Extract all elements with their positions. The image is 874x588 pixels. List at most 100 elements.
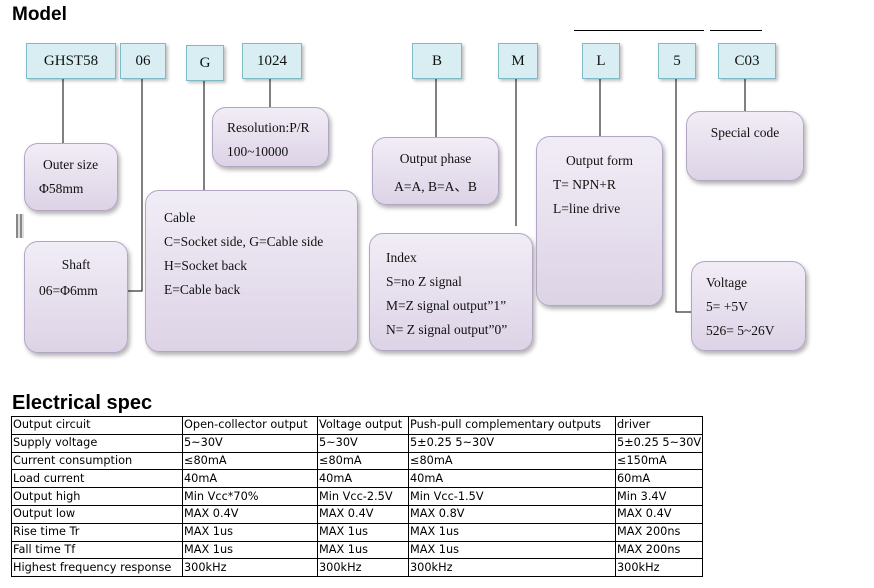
divider-rule <box>710 30 762 31</box>
table-cell: Current consumption <box>11 451 183 471</box>
table-row: Fall time Tf MAX 1us MAX 1us MAX 1us MAX… <box>11 540 704 560</box>
bubble-line: M=Z signal output”1” <box>386 298 507 313</box>
table-cell: 5~30V <box>182 433 318 453</box>
bubble-line: 06=Φ6mm <box>39 283 98 298</box>
table-row: Output high Min Vcc*70% Min Vcc-2.5V Min… <box>11 487 704 506</box>
table-cell: Min Vcc-1.5V <box>408 487 616 506</box>
scroll-marker <box>16 214 24 238</box>
table-cell: Output low <box>11 504 183 524</box>
table-cell: MAX 1us <box>317 522 409 542</box>
table-row: Current consumption ≤80mA ≤80mA ≤80mA ≤1… <box>11 451 704 471</box>
bubble-line: Index <box>386 250 417 265</box>
bubble-line: S=no Z signal <box>386 274 462 289</box>
table-cell: Output high <box>11 487 183 506</box>
table-cell: MAX 0.8V <box>408 504 616 524</box>
code-resolution: 1024 <box>242 43 302 79</box>
code-voltage: 5 <box>658 43 696 79</box>
bubble-line: Voltage <box>706 275 747 290</box>
code-series: GHST58 <box>26 43 116 79</box>
bubble-line: Resolution:P/R <box>227 120 310 135</box>
table-row: Highest frequency response 300kHz 300kHz… <box>11 558 704 578</box>
bubble-line: T= NPN+R <box>553 177 616 192</box>
bubble-line: 100~10000 <box>227 144 289 159</box>
bubble-line: Output form <box>565 153 634 168</box>
table-cell: Fall time Tf <box>11 540 183 560</box>
header-cell: driver <box>614 416 704 435</box>
spec-title: Electrical spec <box>12 392 153 414</box>
table-cell: Highest frequency response <box>11 558 183 578</box>
code-index: M <box>498 43 538 79</box>
table-cell: ≤80mA <box>182 451 318 471</box>
table-row: Supply voltage 5~30V 5~30V 5±0.25 5~30V … <box>11 433 704 453</box>
table-cell: 40mA <box>408 469 616 489</box>
bubble-line: Output phase <box>399 151 472 166</box>
table-cell: Min Vcc*70% <box>182 487 318 506</box>
table-cell: MAX 1us <box>408 540 616 560</box>
table-cell: Supply voltage <box>11 433 183 453</box>
bubble-line: E=Cable back <box>164 282 241 297</box>
table-cell: 40mA <box>182 469 318 489</box>
bubble-outer-size: Outer size Φ58mm <box>24 143 118 211</box>
table-row: Output low MAX 0.4V MAX 0.4V MAX 0.8V MA… <box>11 504 704 524</box>
table-cell: ≤150mA <box>614 451 704 471</box>
bubble-special-code: Special code <box>686 111 804 181</box>
code-phase: B <box>412 43 462 79</box>
table-header-row: Output circuit Open-collector output Vol… <box>11 416 704 435</box>
table-cell: MAX 1us <box>317 540 409 560</box>
bubble-resolution: Resolution:P/R 100~10000 <box>212 107 329 167</box>
table-cell: ≤80mA <box>317 451 409 471</box>
model-title: Model <box>12 4 67 25</box>
table-cell: 300kHz <box>614 558 704 578</box>
bubble-line: Special code <box>710 125 780 140</box>
table-cell: 40mA <box>317 469 409 489</box>
table-cell: Min Vcc-2.5V <box>317 487 409 506</box>
bubble-line: 5= +5V <box>706 299 748 314</box>
table-cell: ≤80mA <box>408 451 616 471</box>
bubble-line: A=A, B=A、B <box>394 179 477 194</box>
table-cell: 300kHz <box>408 558 616 578</box>
table-cell: 300kHz <box>317 558 409 578</box>
table-cell: MAX 200ns <box>614 540 704 560</box>
bubble-line: Cable <box>164 210 196 225</box>
code-size: 06 <box>120 43 166 79</box>
table-cell: MAX 0.4V <box>317 504 409 524</box>
table-cell: 300kHz <box>182 558 318 578</box>
spec-table: Output circuit Open-collector output Vol… <box>11 416 704 578</box>
header-cell: Open-collector output <box>182 416 318 435</box>
table-cell: Min 3.4V <box>614 487 704 506</box>
bubble-line: L=line drive <box>553 201 621 216</box>
bubble-index: Index S=no Z signal M=Z signal output”1”… <box>369 233 533 351</box>
code-special: C03 <box>718 43 776 79</box>
bubble-output-phase: Output phase A=A, B=A、B <box>372 137 499 205</box>
table-cell: Load current <box>11 469 183 489</box>
divider-rule <box>574 30 704 31</box>
table-cell: 60mA <box>614 469 704 489</box>
bubble-output-form: Output form T= NPN+R L=line drive <box>536 136 663 306</box>
bubble-line: Shaft <box>61 257 91 272</box>
table-cell: MAX 1us <box>408 522 616 542</box>
table-row: Load current 40mA 40mA 40mA 60mA <box>11 469 704 489</box>
connector-lines <box>62 77 746 313</box>
bubble-line: Φ58mm <box>39 181 84 196</box>
bubble-line: 526= 5~26V <box>706 323 775 338</box>
table-cell: Rise time Tr <box>11 522 183 542</box>
table-cell: 5±0.25 5~30V <box>614 433 704 453</box>
table-cell: 5~30V <box>317 433 409 453</box>
bubble-cable: Cable C=Socket side, G=Cable side H=Sock… <box>145 190 358 352</box>
bubble-line: N= Z signal output”0” <box>386 322 508 337</box>
bubble-line: H=Socket back <box>164 258 247 273</box>
code-cable: G <box>186 45 224 81</box>
bubble-voltage: Voltage 5= +5V 526= 5~26V <box>691 261 806 351</box>
table-cell: MAX 200ns <box>614 522 704 542</box>
table-row: Rise time Tr MAX 1us MAX 1us MAX 1us MAX… <box>11 522 704 542</box>
code-output: L <box>582 43 620 79</box>
header-cell: Push-pull complementary outputs <box>408 416 616 435</box>
table-cell: MAX 0.4V <box>614 504 704 524</box>
bubble-line: C=Socket side, G=Cable side <box>164 234 324 249</box>
table-cell: MAX 0.4V <box>182 504 318 524</box>
table-cell: MAX 1us <box>182 522 318 542</box>
table-cell: MAX 1us <box>182 540 318 560</box>
bubble-line: Outer size <box>43 157 99 172</box>
table-cell: 5±0.25 5~30V <box>408 433 616 453</box>
header-cell: Voltage output <box>317 416 409 435</box>
